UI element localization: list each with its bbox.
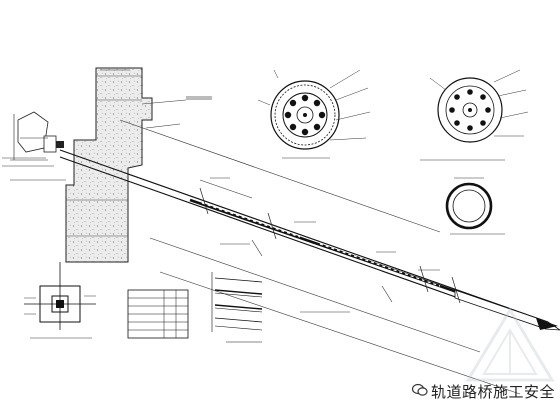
anchor-head xyxy=(10,111,64,161)
watermark-logo-icon xyxy=(465,307,555,382)
pipe-section xyxy=(445,177,505,235)
strand-layout-detail xyxy=(211,272,263,343)
anchor-plate-detail xyxy=(24,262,96,339)
dimension-lines xyxy=(100,69,521,395)
material-table xyxy=(127,289,189,339)
cross-section-1 xyxy=(257,69,371,159)
watermark-text: 轨道路桥施工安全 xyxy=(431,383,556,401)
inclined-anchor-body xyxy=(59,149,560,331)
callout-leaders xyxy=(2,96,440,313)
wechat-icon xyxy=(412,383,428,396)
cross-section-2 xyxy=(420,69,529,161)
concrete-wall xyxy=(65,67,153,263)
